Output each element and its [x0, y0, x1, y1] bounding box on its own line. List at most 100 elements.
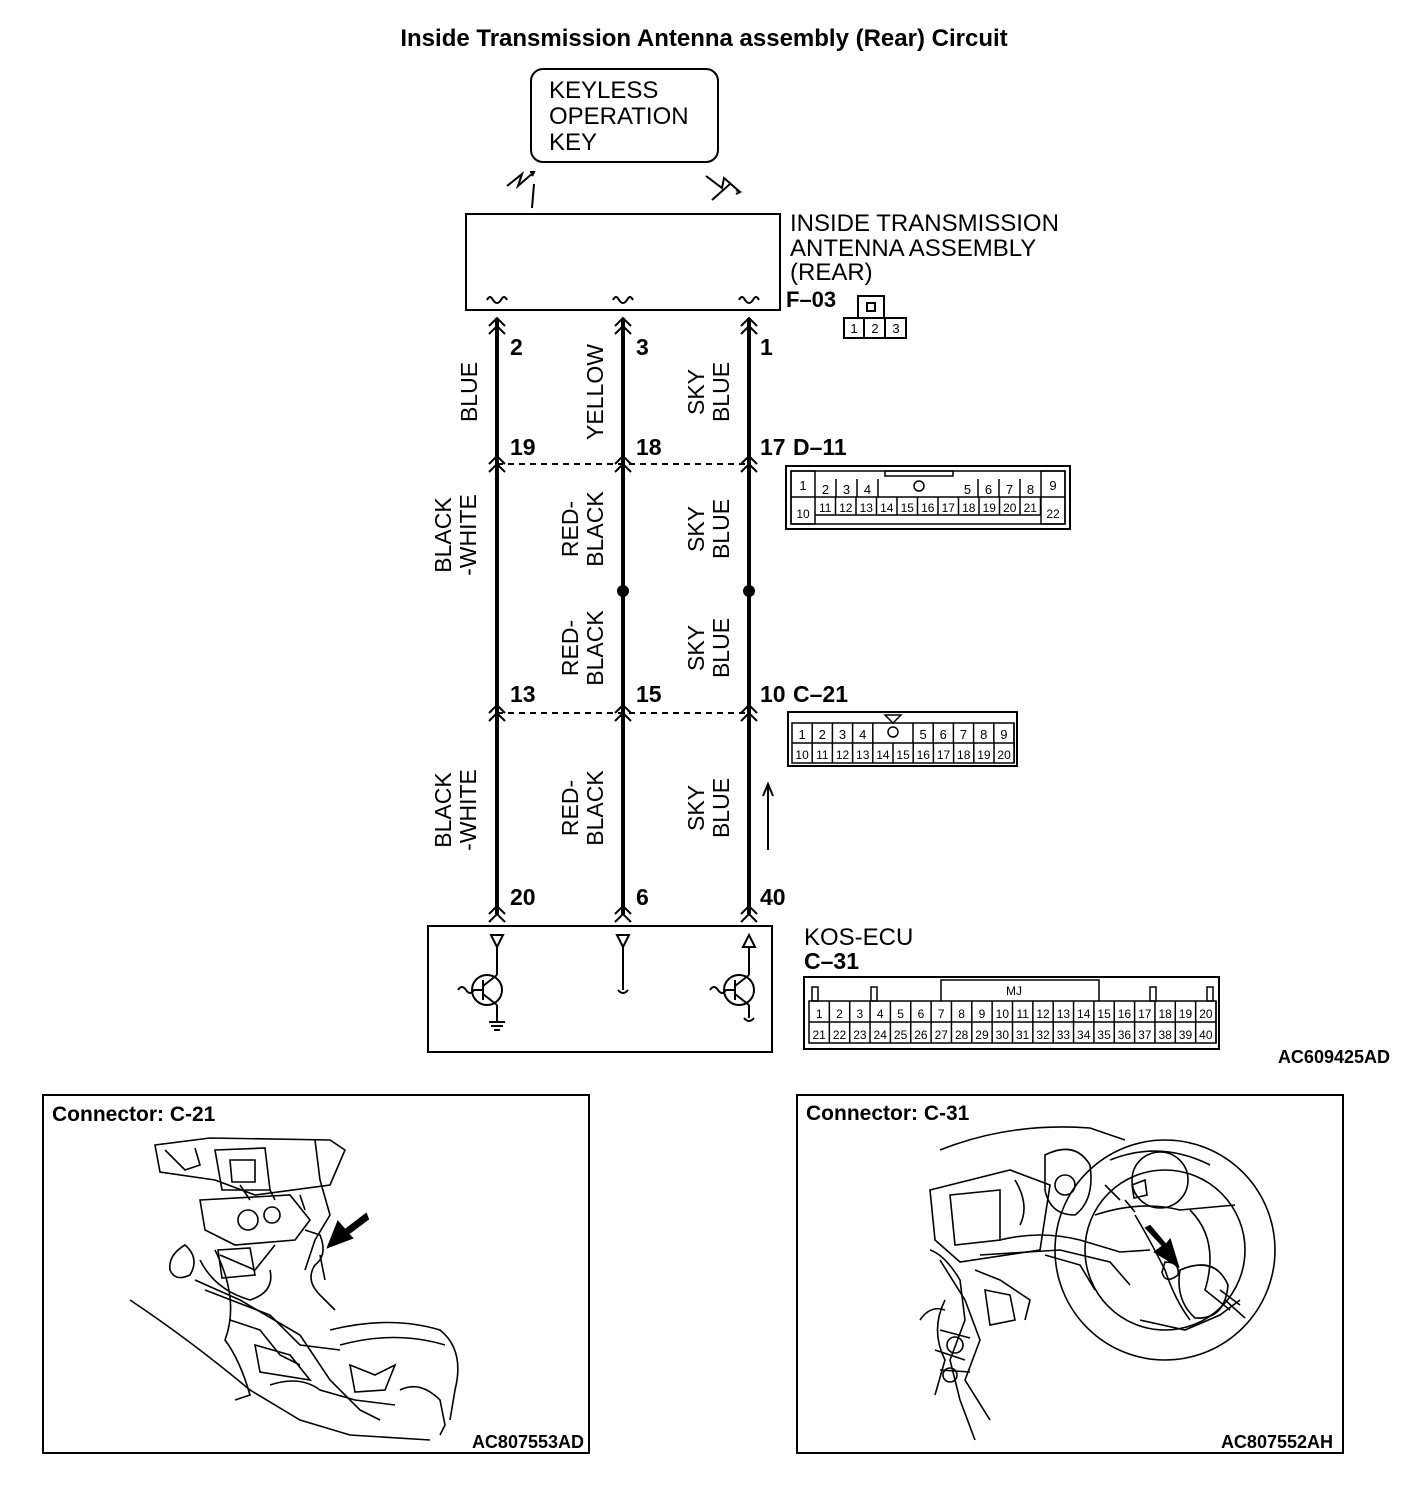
splice-point [743, 585, 755, 597]
pin-cell-label: 34 [1077, 1028, 1091, 1042]
c21-label: C–21 [793, 681, 848, 707]
pin-c21-15: 15 [636, 681, 662, 707]
pin-cell-label: 19 [983, 501, 997, 515]
pin-cell-label: 18 [957, 748, 971, 762]
diagram-title: Inside Transmission Antenna assembly (Re… [400, 25, 1007, 52]
connector-c21-panel: Connector: C-21 AC807553AD [42, 1094, 590, 1454]
wire-label: SKY [683, 369, 709, 415]
pin-cell-label: 2 [836, 1007, 843, 1021]
junction-c21 [488, 703, 758, 722]
key-label-line3: KEY [549, 129, 597, 156]
pin-cell-label: 14 [880, 501, 894, 515]
pin-cell-label: 19 [977, 748, 991, 762]
wire-color-labels: BLUE YELLOW SKY BLUE BLACK -WHITE RED- B… [430, 344, 734, 851]
pin-cell-label: 26 [914, 1028, 928, 1042]
pin-cell-label: 13 [856, 748, 870, 762]
pin-cell-label: 12 [836, 748, 850, 762]
pin-cell-label: 17 [1138, 1007, 1152, 1021]
kos-ecu [427, 925, 773, 1053]
wire-label: BLUE [708, 499, 734, 559]
pin-c21-13: 13 [510, 681, 536, 707]
pin-cell-label: 3 [857, 1007, 864, 1021]
pin-ecu-20: 20 [510, 884, 536, 910]
wire-label: RED- [557, 620, 583, 676]
pin-cell-label: 9 [1000, 727, 1007, 742]
pin-cell-label: 6 [918, 1007, 925, 1021]
pin-cell-label: 32 [1036, 1028, 1050, 1042]
key-label-line2: OPERATION [549, 103, 689, 130]
pin-cell-label: 16 [1118, 1007, 1132, 1021]
panel-code: AC807553AD [472, 1432, 584, 1452]
f03-connector-face [843, 295, 907, 339]
pin-cell-label: 31 [1016, 1028, 1030, 1042]
pin-cell-label: 13 [860, 501, 874, 515]
antenna-terminals [486, 296, 760, 335]
wire-label: SKY [683, 625, 709, 671]
pin-cell-label: 10 [996, 1007, 1010, 1021]
pin-cell-label: 4 [877, 1007, 884, 1021]
pin-cell-label: 18 [1158, 1007, 1172, 1021]
pin-cell-label: 15 [896, 748, 910, 762]
pointer-arrow-icon [1144, 1224, 1180, 1269]
pin-cell-label: 4 [864, 482, 871, 497]
wire-label: SKY [683, 785, 709, 831]
c31-tag: MJ [1006, 984, 1022, 998]
signal-direction-arrow [762, 781, 774, 850]
pin-cell-label: 1 [799, 478, 806, 493]
c21-location-drawing [129, 1137, 459, 1441]
pin-cell-label: 7 [960, 727, 967, 742]
pin-cell-label: 29 [975, 1028, 989, 1042]
antenna-label-line1: INSIDE TRANSMISSION [790, 210, 1059, 237]
pin-cell-label: 12 [839, 501, 853, 515]
pin-cell-label: 15 [1097, 1007, 1111, 1021]
pin-cell-label: 22 [833, 1028, 847, 1042]
panel-code: AC807552AH [1221, 1432, 1333, 1452]
pin-cell-label: 38 [1158, 1028, 1172, 1042]
wire-label: BLACK [582, 770, 608, 846]
pin-cell-label: 18 [962, 501, 976, 515]
transistor-icon [457, 974, 505, 1031]
pin-cell-label: 17 [937, 748, 951, 762]
pin-cell-label: 10 [795, 748, 809, 762]
pin-cell-label: 8 [1027, 482, 1034, 497]
panel-title: Connector: C-21 [52, 1103, 216, 1126]
pin-cell-label: 28 [955, 1028, 969, 1042]
pin-cell-label: 20 [1199, 1007, 1213, 1021]
pin-cell-label: 39 [1179, 1028, 1193, 1042]
pin-cell-label: 21 [812, 1028, 826, 1042]
panel-title: Connector: C-31 [806, 1102, 970, 1125]
pin-cell-label: 2 [822, 482, 829, 497]
pin-cell-label: 11 [819, 501, 832, 515]
pin-cell-label: 5 [919, 727, 926, 742]
wire-label: RED- [557, 780, 583, 836]
pin-cell-label: 6 [940, 727, 947, 742]
pin-cell-label: 21 [1024, 501, 1038, 515]
pin-ecu-40: 40 [760, 884, 786, 910]
connector-c31-panel: Connector: C-31 AC807552AH [796, 1094, 1344, 1454]
pin-cell-label: 15 [901, 501, 915, 515]
pin-cell-label: 1 [816, 1007, 823, 1021]
pin-cell-label: 19 [1179, 1007, 1193, 1021]
figure-code: AC609425AD [1278, 1047, 1390, 1067]
f03-pin-3: 3 [892, 321, 899, 336]
wire-label: -WHITE [455, 769, 481, 851]
keyless-operation-key: KEYLESS OPERATION KEY [530, 68, 719, 163]
transistor-icon [709, 974, 755, 1022]
pin-cell-label: 37 [1138, 1028, 1152, 1042]
pin-d11-17: 17 [760, 434, 786, 460]
pin-cell-label: 10 [796, 507, 810, 521]
pin-cell-label: 20 [1003, 501, 1017, 515]
antenna-label-line2: ANTENNA ASSEMBLY [790, 235, 1036, 262]
pin-cell-label: 27 [935, 1028, 949, 1042]
wire-label: BLACK [582, 610, 608, 686]
pin-cell-label: 25 [894, 1028, 908, 1042]
antenna-assembly: INSIDE TRANSMISSION ANTENNA ASSEMBLY (RE… [465, 210, 1059, 312]
c21-connector-face [787, 711, 1018, 767]
wire-label: BLUE [708, 618, 734, 678]
pin-cell-label: 14 [1077, 1007, 1091, 1021]
pin-cell-label: 1 [798, 727, 805, 742]
pin-antenna-skyblue: 1 [760, 334, 773, 360]
antenna-connector-id: F–03 [786, 287, 836, 312]
